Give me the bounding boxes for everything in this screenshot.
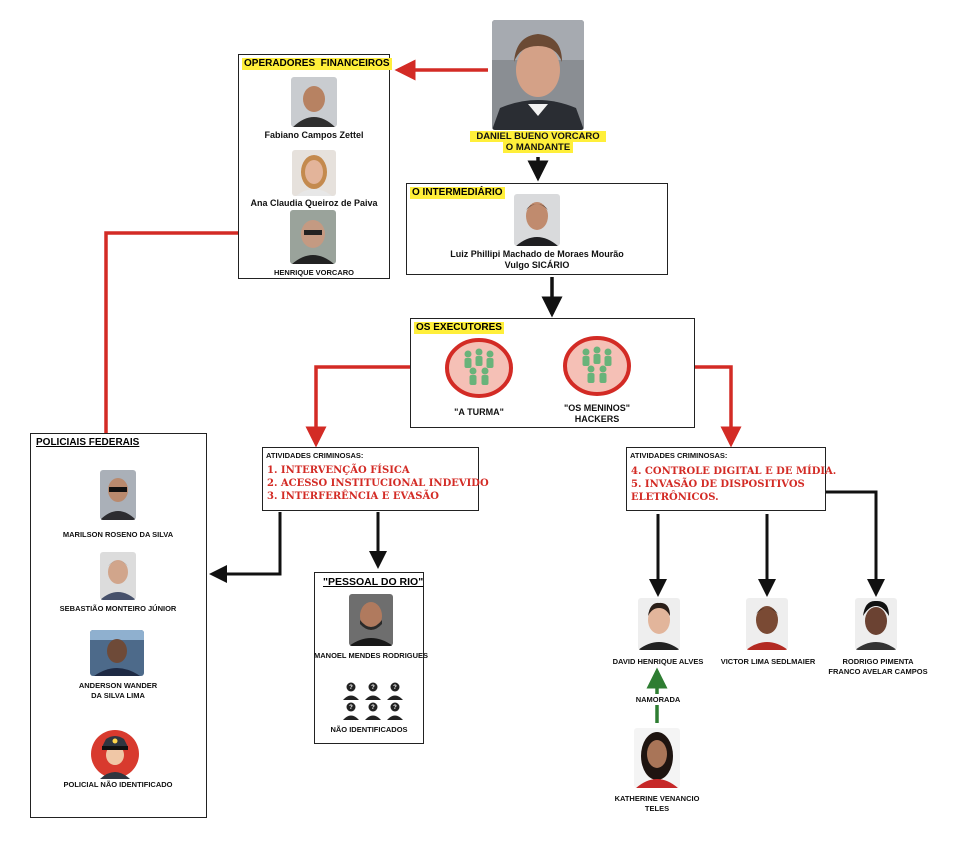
- katherine-name-2: TELES: [590, 803, 724, 814]
- katherine-photo: [634, 728, 680, 788]
- svg-text:?: ?: [393, 705, 397, 711]
- atividades2-box: ATIVIDADES CRIMINOSAS: 4. CONTROLE DIGIT…: [626, 447, 826, 511]
- ana-name: Ana Claudia Queiroz de Paiva: [238, 198, 390, 209]
- luiz-alias: Vulgo SICÁRIO: [406, 260, 668, 271]
- sebastiao-name: SEBASTIÃO MONTEIRO JÚNIOR: [32, 603, 204, 614]
- marilson-name: MARILSON ROSENO DA SILVA: [32, 529, 204, 540]
- luiz-photo: [514, 194, 560, 246]
- manoel-name: MANOEL MENDES RODRIGUES: [314, 650, 424, 661]
- anderson-name-2: DA SILVA LIMA: [32, 690, 204, 701]
- atividades2-item-4: 4. CONTROLE DIGITAL E DE MÍDIA.: [631, 466, 836, 478]
- fabiano-photo: [291, 77, 337, 127]
- policial-nao-identificado: POLICIAL NÃO IDENTIFICADO: [32, 779, 204, 790]
- policiais-title: POLICIAIS FEDERAIS: [34, 437, 141, 449]
- turma-label: "A TURMA": [432, 407, 526, 418]
- atividades2-item-5: 5. INVASÃO DE DISPOSITIVOS: [631, 479, 805, 491]
- fabiano-name: Fabiano Campos Zettel: [244, 130, 384, 141]
- atividades1-item-3: 3. INTERFERÊNCIA E EVASÃO: [267, 491, 439, 503]
- namorada-label: NAMORADA: [618, 694, 698, 705]
- nao-identificados-label: NÃO IDENTIFICADOS: [314, 724, 424, 735]
- sebastiao-photo: [100, 552, 136, 600]
- atividades1-box: ATIVIDADES CRIMINOSAS: 1. INTERVENÇÃO FÍ…: [262, 447, 479, 511]
- arrow-atividades2-rodrigo: [826, 492, 876, 594]
- atividades1-item-1: 1. INTERVENÇÃO FÍSICA: [267, 465, 410, 477]
- turma-group-icon: [444, 337, 514, 399]
- david-name: DAVID HENRIQUE ALVES: [598, 656, 718, 667]
- mandante-name: DANIEL BUENO VORCARO: [470, 131, 606, 142]
- victor-photo: [746, 598, 788, 650]
- pessoal-rio-title: "PESSOAL DO RIO": [321, 576, 425, 588]
- mandante-photo: [492, 20, 584, 130]
- rodrigo-photo: [855, 598, 897, 650]
- arrow-atividades1-policiais: [212, 512, 280, 574]
- executores-title: OS EXECUTORES: [414, 322, 504, 334]
- police-officer-icon: [90, 729, 140, 779]
- rodrigo-name-2: FRANCO AVELAR CAMPOS: [816, 666, 940, 677]
- hackers-label: HACKERS: [550, 414, 644, 425]
- atividades1-title: ATIVIDADES CRIMINOSAS:: [266, 451, 363, 460]
- svg-text:?: ?: [349, 685, 353, 691]
- mandante-node: [492, 20, 584, 130]
- operadores-title: OPERADORES FINANCEIROS: [242, 58, 392, 70]
- mandante-role: O MANDANTE: [503, 142, 573, 153]
- henrique-photo: [290, 210, 336, 264]
- unknown-people-icon: ??? ???: [340, 682, 406, 722]
- intermediario-title: O INTERMEDIÁRIO: [410, 187, 505, 199]
- ana-photo: [292, 150, 336, 196]
- meninos-label: "OS MENINOS": [550, 403, 644, 414]
- atividades2-title: ATIVIDADES CRIMINOSAS:: [630, 451, 727, 460]
- luiz-name: Luiz Phillipi Machado de Moraes Mourão: [406, 249, 668, 260]
- atividades1-item-2: 2. ACESSO INSTITUCIONAL INDEVIDO: [267, 478, 489, 490]
- victor-name: VICTOR LIMA SEDLMAIER: [708, 656, 828, 667]
- david-photo: [638, 598, 680, 650]
- meninos-group-icon: [562, 335, 632, 397]
- henrique-name: HENRIQUE VORCARO: [244, 267, 384, 278]
- svg-text:?: ?: [393, 685, 397, 691]
- svg-text:?: ?: [349, 705, 353, 711]
- marilson-photo: [100, 470, 136, 520]
- svg-text:?: ?: [371, 685, 375, 691]
- atividades2-item-5b: ELETRÔNICOS.: [631, 492, 719, 504]
- manoel-photo: [349, 594, 393, 646]
- anderson-photo: [90, 630, 144, 676]
- svg-text:?: ?: [371, 705, 375, 711]
